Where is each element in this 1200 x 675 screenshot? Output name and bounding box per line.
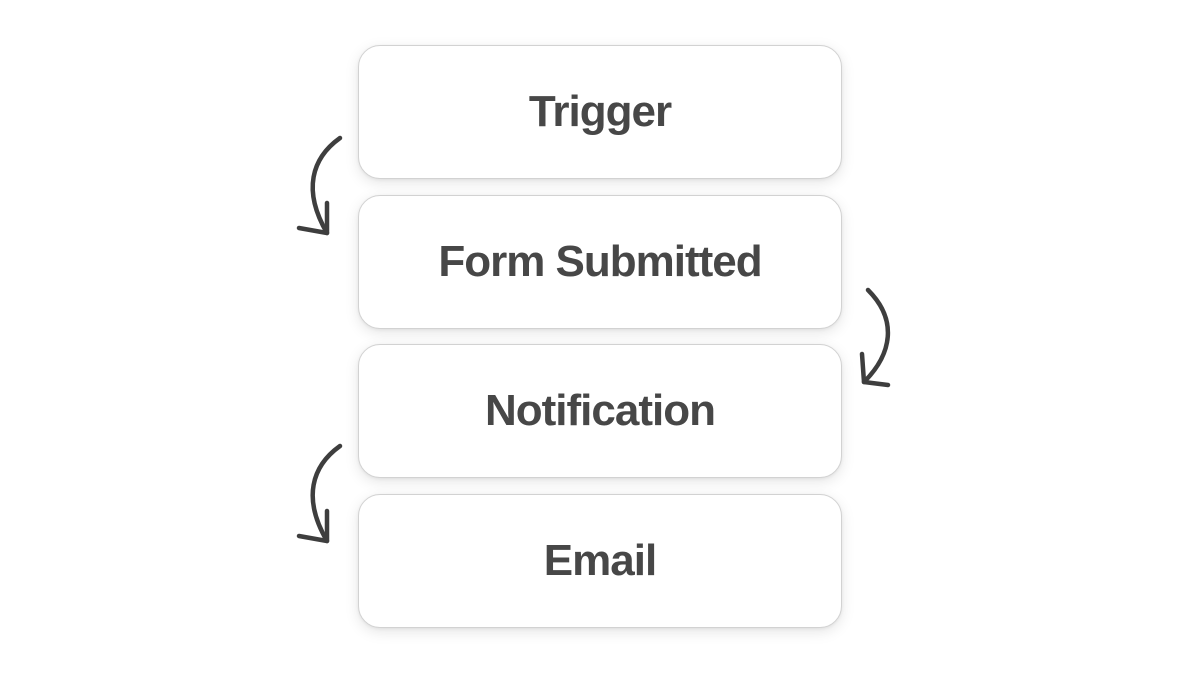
curved-down-arrow-icon	[296, 135, 343, 236]
step-card-trigger: Trigger	[358, 45, 842, 179]
step-label-trigger: Trigger	[528, 87, 672, 136]
step-label-notification: Notification	[485, 386, 716, 435]
step-label-form-submitted: Form Submitted	[438, 237, 762, 286]
step-card-email: Email	[358, 494, 842, 628]
step-label-email: Email	[543, 536, 657, 585]
step-card-notification: Notification	[358, 344, 842, 478]
curved-down-arrow-icon	[859, 287, 891, 388]
curved-down-arrow-icon	[296, 443, 343, 544]
step-card-form-submitted: Form Submitted	[358, 195, 842, 329]
